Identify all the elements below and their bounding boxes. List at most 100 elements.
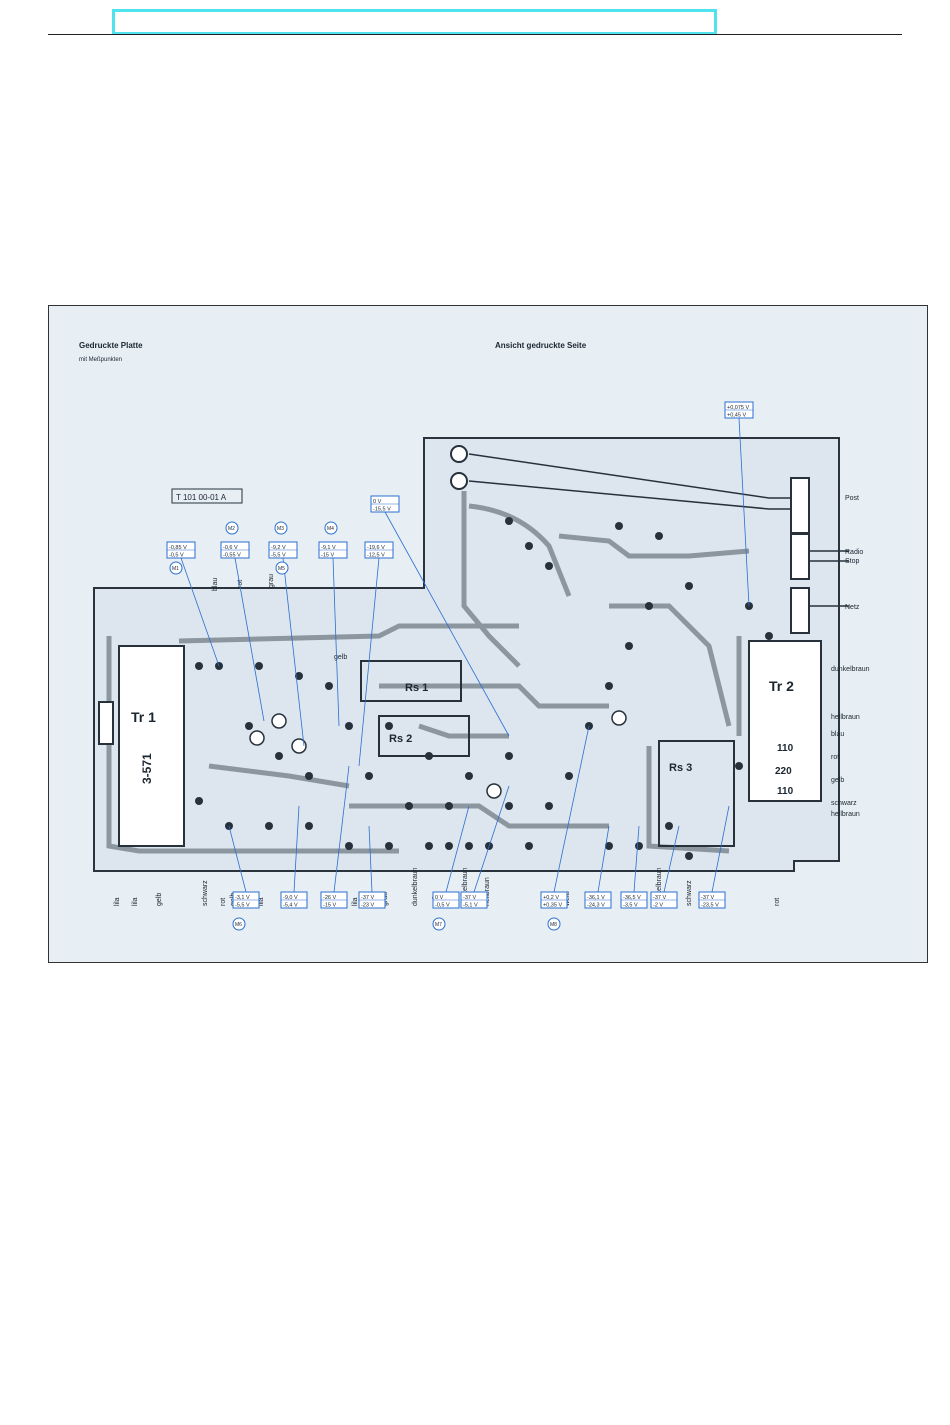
voltage-leader <box>368 825 373 893</box>
voltage-callout: +0,075 V +0,45 V <box>724 401 754 607</box>
voltage-leader <box>633 825 640 893</box>
tr1-body <box>118 645 185 847</box>
measure-point: M7 <box>432 917 446 931</box>
board-outline <box>93 437 840 872</box>
tr2-tap-220: 220 <box>775 766 792 777</box>
tr1-type-label: 3-571 <box>140 753 154 784</box>
measure-point-label: M6 <box>235 922 242 928</box>
voltage-b: -0,55 V <box>223 553 241 559</box>
voltage-b: -5,1 V <box>463 903 478 909</box>
bottom-wire-label: schwarz <box>686 880 693 906</box>
voltage-b: +0,35 V <box>543 903 562 909</box>
view-label: Ansicht gedruckte Seite <box>495 341 587 350</box>
top-wire-grau: grau <box>268 574 275 588</box>
voltage-callouts-top: -0,85 V-0,5 V-0,6 V-0,55 V-9,2 V-5,5 V-9… <box>166 401 754 767</box>
voltage-callout: -0,85 V-0,5 V <box>166 541 220 667</box>
voltage-a: -37 V <box>463 895 476 901</box>
top-rule <box>48 34 902 35</box>
voltage-callout: -19,6 V-12,5 V <box>358 541 394 767</box>
measure-point-circle <box>169 561 183 575</box>
measure-point: M2 <box>225 521 239 535</box>
bottom-wire-label: dunkelbraun <box>656 867 663 906</box>
connector-radio: Radio <box>845 549 863 556</box>
voltage-callout: -37 V-2 V <box>650 825 680 909</box>
measure-point: M8 <box>547 917 561 931</box>
voltage-leader <box>445 805 470 893</box>
voltage-a: -9,2 V <box>271 545 286 551</box>
voltage-leader <box>384 511 510 737</box>
bottom-wire-label: gelb <box>156 893 163 906</box>
measure-point: M1 <box>169 561 183 575</box>
voltage-leader <box>358 557 380 767</box>
voltage-leader <box>738 417 750 607</box>
voltage-callout: 0 V-0,5 V <box>432 805 470 909</box>
rs2-label: Rs 2 <box>389 733 412 745</box>
rs3-label: Rs 3 <box>669 762 692 774</box>
connector-stop: Stop <box>845 558 860 565</box>
voltage-b: +0,45 V <box>727 413 746 419</box>
voltage-a: 0 V <box>373 499 382 505</box>
voltage-callout: -37 V-23 V <box>358 825 386 909</box>
measure-point-label: M5 <box>278 566 285 572</box>
measure-point-label: M7 <box>435 922 442 928</box>
board-id-box <box>171 488 243 504</box>
voltage-leader <box>473 785 510 893</box>
top-wire-blau: blau <box>212 578 219 591</box>
measure-point-label: M1 <box>172 566 179 572</box>
voltage-b: -0,5 V <box>435 903 450 909</box>
tr2-tap-110b: 110 <box>777 786 794 797</box>
voltage-leader <box>332 557 340 727</box>
header-highlight-box <box>112 9 717 35</box>
voltage-b: -3,5 V <box>623 903 638 909</box>
tr2-wire-schwarz: schwarz <box>831 800 857 807</box>
measure-point-circle <box>225 521 239 535</box>
voltage-callouts-bottom: -3,1 V-5,5 V-9,0 V-5,4 V-26 V-15 V-37 V-… <box>228 725 730 909</box>
voltage-a: +0,075 V <box>727 405 750 411</box>
voltage-b: -24,3 V <box>587 903 605 909</box>
tr2-wire-hellbraun-a: hellbraun <box>831 714 860 721</box>
measure-point-circle <box>232 917 246 931</box>
voltage-b: -23,5 V <box>701 903 719 909</box>
voltage-a: -9,1 V <box>321 545 336 551</box>
voltage-callout: -0,6 V-0,55 V <box>220 541 265 722</box>
voltage-a: -26 V <box>323 895 336 901</box>
top-wire-gelb: gelb <box>334 654 347 661</box>
connector-netz: Netz <box>845 604 860 611</box>
voltage-b: -15 V <box>323 903 336 909</box>
figure-title: Gedruckte Platte <box>79 341 143 350</box>
voltage-callout: +0,2 V+0,35 V <box>540 725 590 909</box>
measure-point: M5 <box>275 561 289 575</box>
tr2-tap-110a: 110 <box>777 743 794 754</box>
measure-point-circle <box>274 521 288 535</box>
voltage-b: -12,5 V <box>367 553 385 559</box>
tr2-body <box>748 640 822 802</box>
voltage-callout: -9,1 V-15 V <box>318 541 348 727</box>
measure-point: M3 <box>274 521 288 535</box>
measure-point: M6 <box>232 917 246 931</box>
tr2-wire-hellbraun-b: hellbraun <box>831 811 860 818</box>
measure-point-circle <box>324 521 338 535</box>
voltage-callout: -37 V -5,1 V <box>460 785 510 909</box>
transistors <box>249 710 627 799</box>
measure-point-label: M3 <box>277 526 284 532</box>
voltage-callout: -9,0 V-5,4 V <box>280 805 308 909</box>
voltage-callout: 0 V-15,5 V <box>370 495 510 737</box>
voltage-b: -5,5 V <box>235 903 250 909</box>
tr2-wire-rot: rot <box>831 754 839 761</box>
voltage-callout: -9,2 V-5,5 V <box>268 541 305 747</box>
tr2-wire-gelb: gelb <box>831 777 844 784</box>
voltage-callout: -3,1 V-5,5 V <box>228 825 260 909</box>
tr1-label: Tr 1 <box>131 709 156 725</box>
tr2-wire-labels: dunkelbraun hellbraun blau rot gelb schw… <box>831 666 870 818</box>
tr2-label: Tr 2 <box>769 678 794 694</box>
voltage-leader <box>333 765 350 893</box>
copper-traces <box>106 491 750 854</box>
voltage-leader <box>711 805 730 893</box>
voltage-b: -5,4 V <box>283 903 298 909</box>
figure-subtitle: mit Meßpunkten <box>79 357 122 363</box>
voltage-a: -0,85 V <box>169 545 187 551</box>
voltage-leader <box>180 557 220 667</box>
connector-wires <box>468 453 849 607</box>
tr2-wire-blau: blau <box>831 731 844 738</box>
